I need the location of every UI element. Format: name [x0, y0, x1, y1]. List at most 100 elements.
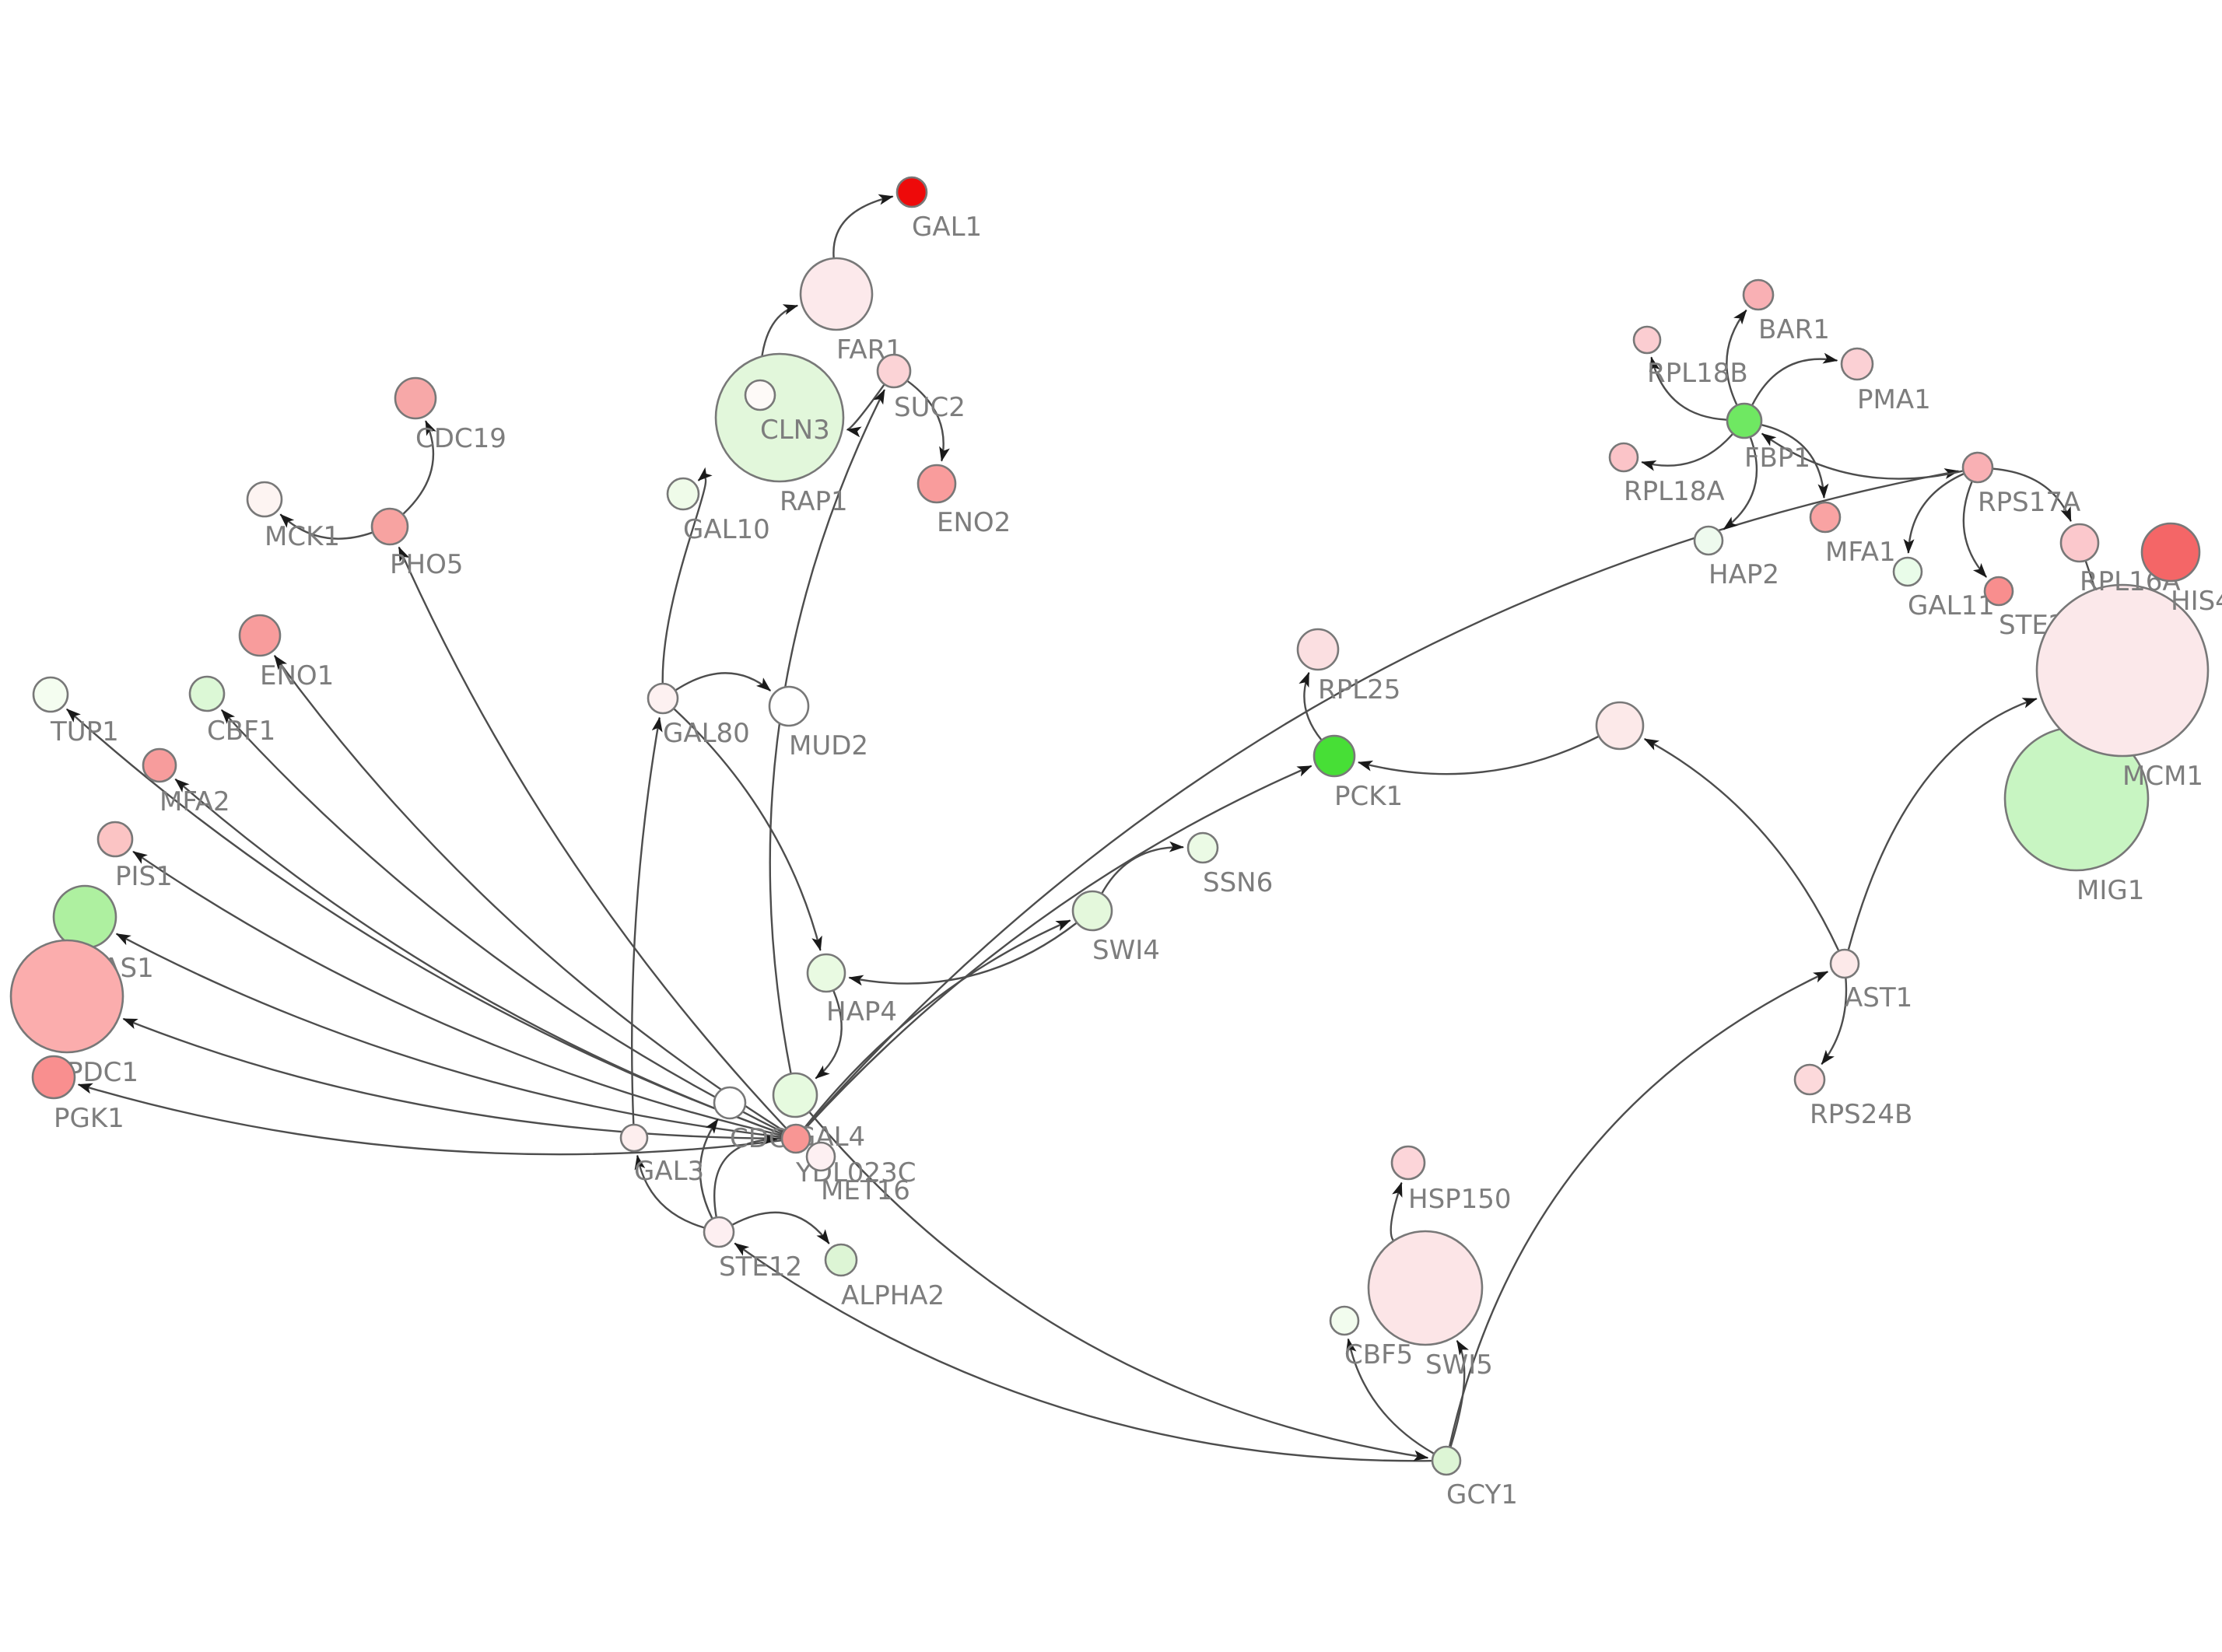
- edge-PHO5-MCK1[interactable]: [279, 513, 373, 540]
- edge-GAL80-MUD2[interactable]: [675, 672, 772, 691]
- node-FAR1[interactable]: [799, 257, 874, 331]
- node-PDC1[interactable]: [9, 939, 124, 1054]
- edge-YDL023C-MFA2[interactable]: [174, 778, 783, 1135]
- node-HAP2[interactable]: [1693, 525, 1724, 556]
- node-SSN6[interactable]: [1186, 831, 1219, 864]
- edge-RPS17A-STE2[interactable]: [1962, 481, 1988, 578]
- edge-RPS17A-FBP1[interactable]: [1761, 432, 1963, 480]
- edge-HAP4-GAL4[interactable]: [815, 990, 843, 1080]
- node-label-FBP1: FBP1: [1744, 443, 1810, 474]
- edge-YDL023C-PIS1[interactable]: [132, 850, 782, 1136]
- node-CBF1[interactable]: [188, 675, 226, 712]
- edge-YDL023C-PHO5[interactable]: [398, 546, 787, 1129]
- node-PHO5[interactable]: [370, 507, 409, 546]
- node-HIS4[interactable]: [2140, 522, 2201, 583]
- edge-GCY1-CBF5[interactable]: [1345, 1338, 1435, 1454]
- edge-FAR1-GAL1[interactable]: [832, 194, 894, 258]
- edge-AST1-NODE_X[interactable]: [1643, 737, 1840, 951]
- node-YDL023C[interactable]: [780, 1123, 811, 1154]
- node-PMA1[interactable]: [1840, 347, 1874, 381]
- edge-RPS17A-GAL11[interactable]: [1903, 473, 1964, 555]
- edge-SUC2-RAP1[interactable]: [846, 384, 885, 438]
- node-ALPHA2[interactable]: [824, 1243, 858, 1277]
- edge-FBP1-MFA1[interactable]: [1761, 424, 1829, 499]
- node-RPS24B[interactable]: [1793, 1063, 1826, 1096]
- node-MFA2[interactable]: [142, 747, 177, 783]
- node-SWI4[interactable]: [1071, 890, 1113, 932]
- edge-FBP1-RPL18B[interactable]: [1649, 356, 1727, 421]
- node-GAL80[interactable]: [647, 682, 679, 715]
- edge-GAL4-GCY1[interactable]: [808, 1111, 1429, 1461]
- node-HSP150[interactable]: [1390, 1145, 1426, 1181]
- edge-SUC2-ENO2[interactable]: [906, 380, 950, 462]
- edge-YDL023C-PCK1[interactable]: [804, 765, 1313, 1129]
- node-STE2[interactable]: [1983, 576, 2014, 607]
- node-SUC2[interactable]: [876, 353, 912, 389]
- node-RAS1[interactable]: [52, 884, 117, 950]
- node-NODE_X[interactable]: [1595, 701, 1645, 751]
- node-MCM1[interactable]: [2035, 583, 2210, 758]
- node-FBP1[interactable]: [1726, 402, 1763, 439]
- node-GAL1[interactable]: [895, 176, 928, 208]
- edge-STE12-ALPHA2[interactable]: [732, 1211, 830, 1244]
- edge-AST1-RPS24B[interactable]: [1821, 978, 1848, 1066]
- node-CBF5[interactable]: [1329, 1305, 1360, 1336]
- node-MUD2[interactable]: [768, 685, 810, 727]
- edge-FBP1-PMA1[interactable]: [1751, 352, 1838, 406]
- node-TUP1[interactable]: [32, 676, 69, 713]
- edge-SWI4-HAP4[interactable]: [848, 922, 1078, 986]
- edge-FBP1-HAP2[interactable]: [1723, 437, 1758, 530]
- node-GAL11[interactable]: [1892, 556, 1923, 587]
- edge-NODE_X-PCK1[interactable]: [1357, 735, 1599, 775]
- node-GAL3[interactable]: [619, 1123, 649, 1153]
- edge-GCY1-STE12[interactable]: [734, 1242, 1432, 1462]
- edge-PHO5-CDC19[interactable]: [402, 420, 436, 515]
- node-PGK1[interactable]: [31, 1055, 76, 1100]
- edge-STE12-CDC6[interactable]: [699, 1118, 719, 1219]
- node-RPL16A[interactable]: [2059, 523, 2100, 563]
- edge-GAL80-HAP4[interactable]: [673, 708, 822, 951]
- edge-FBP1-BAR1[interactable]: [1726, 309, 1747, 405]
- edge-YDL023C-RAS1[interactable]: [115, 933, 782, 1138]
- node-CDC19[interactable]: [394, 376, 437, 420]
- node-RPL25[interactable]: [1296, 628, 1340, 671]
- node-ENO1[interactable]: [238, 614, 282, 657]
- edge-FBP1-RPL18A[interactable]: [1641, 433, 1733, 471]
- node-PIS1[interactable]: [96, 821, 134, 858]
- edge-GAL3-GAL80[interactable]: [631, 716, 663, 1125]
- node-CDC6[interactable]: [713, 1086, 747, 1120]
- node-HAP4[interactable]: [806, 953, 846, 993]
- edge-YDL023C-PGK1[interactable]: [77, 1083, 782, 1156]
- edge-GCY1-AST1[interactable]: [1448, 971, 1829, 1447]
- edge-AST1-MCM1[interactable]: [1847, 698, 2038, 950]
- node-PCK1[interactable]: [1313, 734, 1356, 778]
- node-MCK1[interactable]: [246, 481, 283, 518]
- node-RPL18B[interactable]: [1632, 325, 1662, 355]
- node-CLN3[interactable]: [744, 379, 776, 411]
- edge-YDL023C-PDC1[interactable]: [122, 1017, 782, 1140]
- edge-YDL023C-CBF1[interactable]: [220, 709, 783, 1133]
- node-BAR1[interactable]: [1742, 278, 1775, 311]
- edge-RPS17A-RPL16A[interactable]: [1992, 467, 2072, 523]
- node-RPS17A[interactable]: [1961, 451, 1994, 484]
- node-GAL10[interactable]: [666, 477, 700, 511]
- edge-YDL023C-ENO1[interactable]: [273, 655, 784, 1132]
- node-GCY1[interactable]: [1431, 1445, 1462, 1476]
- edge-YDL023C-SWI4[interactable]: [804, 919, 1071, 1128]
- node-AST1[interactable]: [1829, 948, 1860, 979]
- edge-YDL023C-RPS17A[interactable]: [804, 468, 1960, 1129]
- edge-STE12-GAL3[interactable]: [634, 1154, 705, 1229]
- edge-STE12-YDL023C[interactable]: [713, 1133, 779, 1217]
- node-RPL18A[interactable]: [1608, 442, 1639, 473]
- node-ENO2[interactable]: [916, 464, 957, 504]
- node-GAL4[interactable]: [772, 1072, 818, 1118]
- node-STE12[interactable]: [703, 1216, 735, 1248]
- node-MET16[interactable]: [805, 1141, 836, 1172]
- edge-SWI4-SSN6[interactable]: [1101, 841, 1185, 894]
- edge-GCY1-SWI5[interactable]: [1449, 1339, 1469, 1447]
- node-MFA1[interactable]: [1809, 501, 1842, 534]
- edge-SWI5-HSP150[interactable]: [1390, 1181, 1403, 1241]
- edge-GAL80-GAL10[interactable]: [661, 467, 713, 684]
- node-SWI5[interactable]: [1367, 1230, 1484, 1346]
- edge-PCK1-RPL25[interactable]: [1299, 671, 1323, 740]
